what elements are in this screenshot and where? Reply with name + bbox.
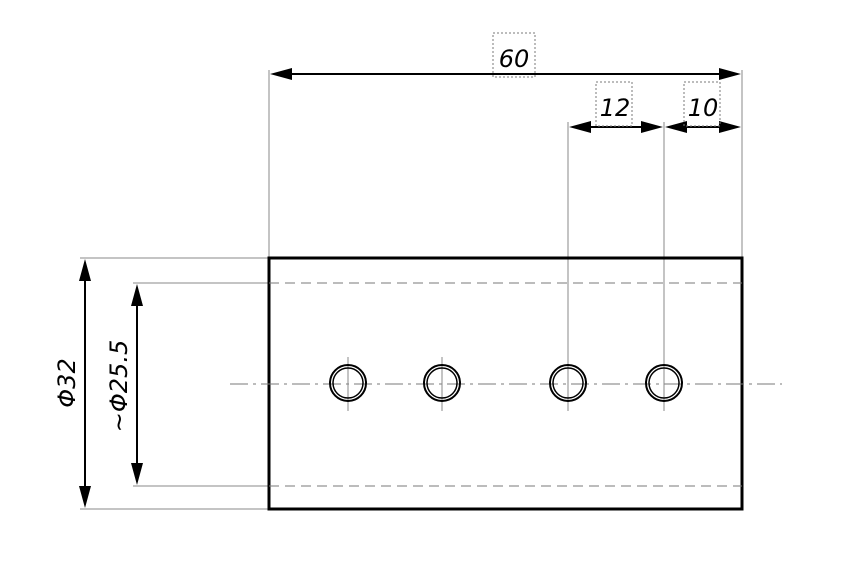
- arrow-60-right: [719, 68, 741, 80]
- hole-2-inner-circle: [426, 367, 458, 399]
- dimension-box-60: [492, 32, 536, 78]
- hole-2-outer-circle: [423, 364, 461, 402]
- dimension-label-12: 12: [600, 94, 631, 122]
- arrow-10-right: [719, 121, 741, 133]
- arrow-outer-top: [79, 259, 91, 281]
- dimension-12: 12: [569, 81, 663, 133]
- dimension-60: 60: [270, 32, 741, 80]
- hole-4-inner-circle: [648, 367, 680, 399]
- arrow-inner-bottom: [131, 463, 143, 485]
- dimension-label-10: 10: [688, 94, 719, 122]
- arrow-inner-top: [131, 284, 143, 306]
- dimension-box-12: [595, 81, 633, 127]
- hole-3-outer-circle: [549, 364, 587, 402]
- hole-3-inner-circle: [552, 367, 584, 399]
- hole-2: [423, 357, 461, 411]
- hole-1-outer-circle: [329, 364, 367, 402]
- arrow-12-left: [569, 121, 591, 133]
- dimension-label-inner-diameter: ~Φ25.5: [105, 340, 133, 432]
- dimension-box-10: [683, 81, 721, 127]
- dimension-inner-diameter: ~Φ25.5: [105, 284, 143, 485]
- dimension-label-60: 60: [499, 45, 530, 73]
- dimension-label-outer-diameter: Φ32: [53, 358, 81, 407]
- dimension-10: 10: [665, 81, 741, 133]
- hole-4: [645, 357, 683, 411]
- hole-3: [549, 357, 587, 411]
- arrow-10-left: [665, 121, 687, 133]
- arrow-60-left: [270, 68, 292, 80]
- dimension-outer-diameter: Φ32: [53, 259, 91, 508]
- arrow-outer-bottom: [79, 486, 91, 508]
- arrow-12-right: [641, 121, 663, 133]
- hole-1-inner-circle: [332, 367, 364, 399]
- hole-4-outer-circle: [645, 364, 683, 402]
- hole-1: [329, 357, 367, 411]
